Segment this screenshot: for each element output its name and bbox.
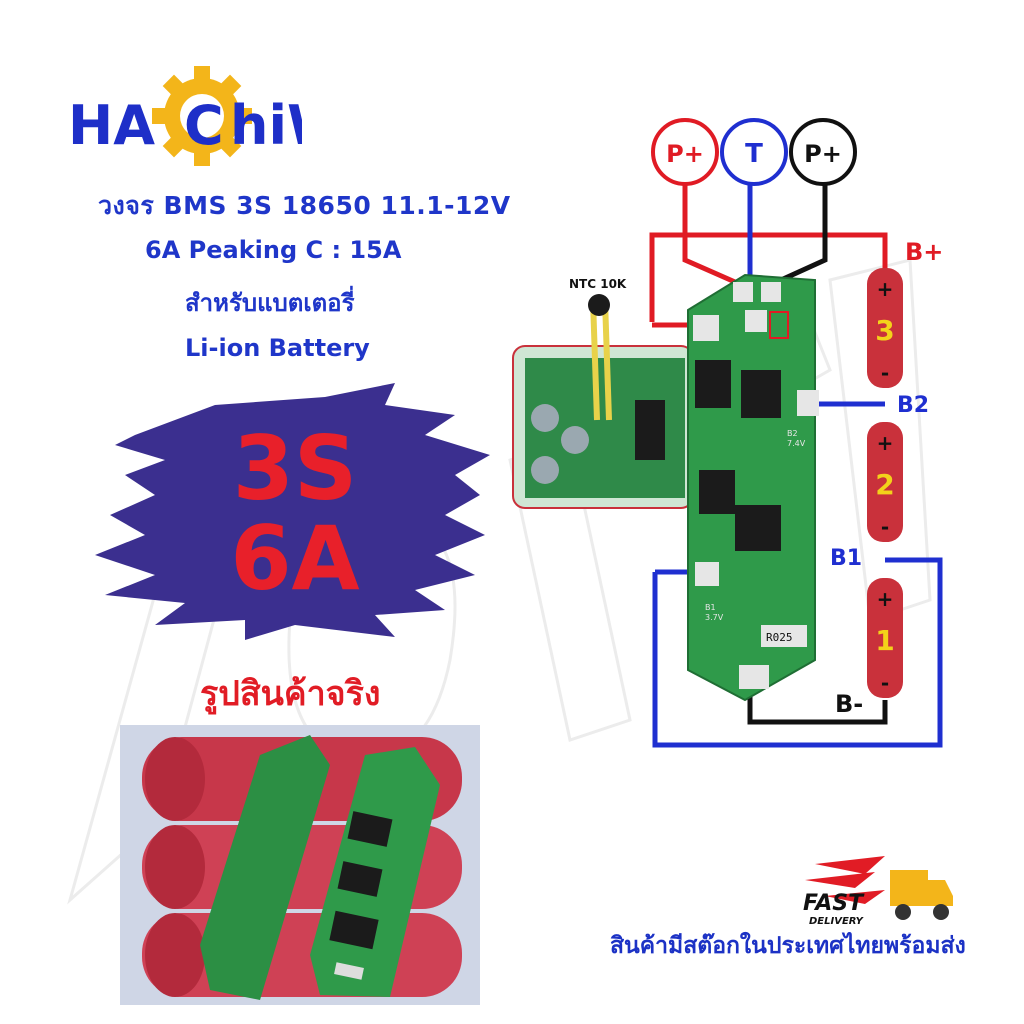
svg-text:+: + [877,277,894,301]
svg-text:3.7V: 3.7V [705,613,724,622]
wiring-diagram: NTC 10K P+ T P+ [512,118,943,748]
real-photo-label: รูปสินค้าจริง [200,674,381,714]
bms-board: R025 B1 3.7V B2 7.4V [687,273,819,702]
svg-text:P+: P+ [666,140,704,168]
svg-text:1: 1 [875,624,894,657]
stock-label: สินค้ามีสต๊อกในประเทศไทยพร้อมส่ง [610,933,966,959]
ntc-thermistor-icon [588,294,610,316]
cell-1: + 1 - [867,578,903,698]
terminal-t-blue: T [720,118,788,186]
gear-icon [152,66,252,166]
svg-text:R025: R025 [766,631,793,644]
board-back [200,735,330,1000]
svg-text:7.4V: 7.4V [787,439,806,448]
ntc-inset [512,294,694,509]
product-photo [120,725,480,1005]
brush-stroke [95,383,490,640]
badge-line-1: 3S [232,417,358,520]
cell-3: + 3 - [867,268,903,388]
bms-board-photo [310,747,440,997]
battery-cell-row-bottom [142,913,462,997]
product-title-line-3: สำหรับแบตเตอรี่ [185,289,355,317]
rail-label-b1: B1 [830,546,862,571]
badge-line-2: 6A [230,507,360,610]
fast-text: FAST [803,891,865,916]
logo-text: HAChiW [68,94,302,157]
spec-badge: 3S 6A [95,375,495,645]
svg-text:P+: P+ [804,140,842,168]
cell-2: + 2 - [867,422,903,542]
ntc-label: NTC 10K [569,277,627,291]
rail-label-b-minus: B- [835,690,863,718]
rail-label-b-plus: B+ [905,238,943,266]
brand-logo: HAChiW [68,66,302,166]
svg-text:T: T [745,139,763,169]
fast-delivery-icon: FAST DELIVERY [803,856,953,927]
svg-text:+: + [877,431,894,455]
svg-text:+: + [877,587,894,611]
svg-text:3: 3 [875,314,894,347]
terminal-p-plus-black: P+ [789,118,857,186]
terminal-p-plus-red: P+ [651,118,719,186]
product-title-line-2: 6A Peaking C : 15A [145,236,402,264]
svg-text:2: 2 [875,468,894,501]
product-title-line-4: Li-ion Battery [185,334,370,362]
svg-text:-: - [881,671,889,695]
product-title-line-1: วงจร BMS 3S 18650 11.1-12V [98,191,511,220]
rail-label-b2: B2 [897,393,929,418]
svg-text:B2: B2 [787,429,798,438]
delivery-text: DELIVERY [809,916,865,927]
svg-text:B1: B1 [705,603,716,612]
svg-text:-: - [881,515,889,539]
svg-text:-: - [881,361,889,385]
